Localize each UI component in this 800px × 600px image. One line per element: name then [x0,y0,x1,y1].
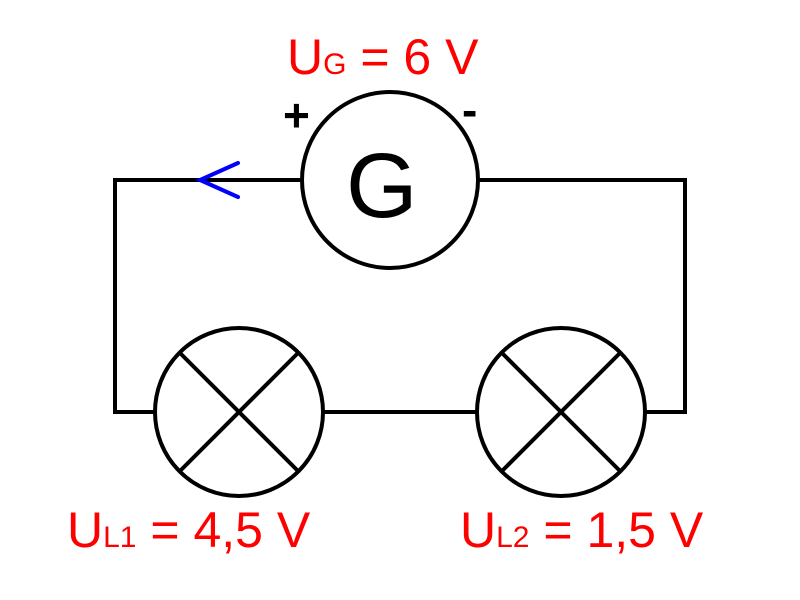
voltage-value: = 1,5 V [529,502,704,558]
lamp-1-voltage-label: UL1 = 4,5 V [67,505,310,555]
generator-circle [300,90,480,270]
voltage-symbol: U [67,502,104,558]
plus-sign: + [283,89,310,141]
generator-symbol: G [346,135,418,237]
generator-voltage-label: UG = 6 V [287,32,478,82]
minus-sign: - [462,84,478,136]
arrow-left-icon [195,161,240,199]
voltage-symbol: U [460,502,497,558]
voltage-subscript: L2 [496,521,530,554]
lamp-2-icon [475,326,647,498]
voltage-value: = 6 V [346,29,479,85]
lamp-2-voltage-label: UL2 = 1,5 V [460,505,703,555]
voltage-subscript: L1 [103,521,137,554]
voltage-value: = 4,5 V [136,502,311,558]
voltage-symbol: U [287,29,324,85]
lamp-1-icon [153,326,325,498]
voltage-subscript: G [323,48,347,81]
